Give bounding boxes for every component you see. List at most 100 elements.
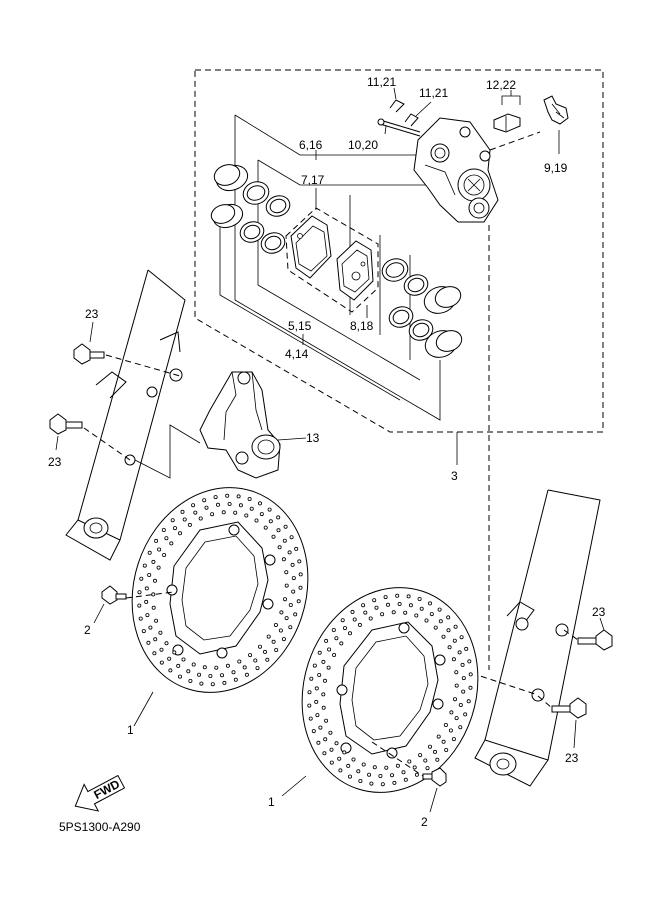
callout-11-21a: 11,21 xyxy=(367,75,396,89)
disc-vent-hole xyxy=(340,618,345,623)
disc-vent-hole xyxy=(161,528,166,533)
disc-vent-hole xyxy=(419,606,424,611)
disc-vent-hole xyxy=(318,725,323,730)
disc-vent-hole xyxy=(283,524,288,529)
disc-vent-hole xyxy=(329,747,334,752)
disc-vent-hole xyxy=(297,559,302,564)
disc-vent-hole xyxy=(202,498,207,503)
disc-vent-hole xyxy=(453,624,458,629)
disc-vent-hole xyxy=(146,640,151,645)
disc-vent-hole xyxy=(314,686,319,691)
disc-vent-hole xyxy=(312,663,317,668)
disc-vent-hole xyxy=(158,630,163,635)
pad-left xyxy=(290,215,332,279)
disc-vent-hole xyxy=(372,765,377,770)
disc-vent-hole xyxy=(287,550,292,555)
disc-vent-hole xyxy=(389,773,394,778)
disc-vent-hole xyxy=(467,659,472,664)
disc-vent-hole xyxy=(435,757,440,762)
disc-vent-hole xyxy=(167,656,172,661)
disc-vent-hole xyxy=(417,597,422,602)
disc-vent-hole xyxy=(276,528,281,533)
disc-vent-hole xyxy=(247,496,252,501)
bolt-23-upper-left xyxy=(73,343,105,365)
leader-11-21a xyxy=(393,87,397,100)
clip-lower xyxy=(404,113,419,127)
disc-vent-hole xyxy=(326,665,331,670)
disc-vent-hole xyxy=(154,538,159,543)
disc-vent-hole xyxy=(242,665,247,670)
disc-vent-hole xyxy=(443,723,448,728)
disc-vent-hole xyxy=(164,641,169,646)
disc-vent-hole xyxy=(429,612,434,617)
disc-vent-hole xyxy=(221,510,226,515)
callout-23b: 23 xyxy=(48,455,62,469)
disc-vent-hole xyxy=(208,674,213,679)
disc-vent-hole xyxy=(446,615,451,620)
disc-vent-hole xyxy=(202,665,207,670)
disc-vent-hole xyxy=(452,697,457,702)
disc-vent-hole xyxy=(374,605,379,610)
bolt-axis-upper-right xyxy=(563,629,579,641)
disc-vent-hole xyxy=(244,672,249,677)
leader-11-21b xyxy=(415,101,432,117)
disc-vent-hole xyxy=(281,557,286,562)
disc-vent-hole xyxy=(141,629,146,634)
disc-vent-hole xyxy=(186,669,191,674)
pad-right xyxy=(336,240,374,301)
callout-13: 13 xyxy=(306,431,320,445)
disc-vent-hole xyxy=(154,618,159,623)
disc-vent-hole xyxy=(321,659,326,664)
disc-vent-hole xyxy=(397,602,402,607)
bolt-axis-lower-left xyxy=(83,427,131,461)
disc-vent-hole xyxy=(282,597,287,602)
disc-vent-hole xyxy=(294,546,299,551)
disc-vent-hole xyxy=(323,737,328,742)
disc-vent-hole xyxy=(406,594,411,599)
disc-vent-hole xyxy=(290,562,295,567)
disc-vent-hole xyxy=(314,699,319,704)
disc-bolt-right xyxy=(422,767,447,787)
disc-vent-hole xyxy=(433,625,438,630)
disc-vent-hole xyxy=(401,770,406,775)
disc-vent-hole xyxy=(204,505,209,510)
disc-vent-hole xyxy=(351,757,356,762)
disc-vent-hole xyxy=(454,683,459,688)
disc-vent-hole xyxy=(291,576,296,581)
disc-vent-hole xyxy=(468,672,473,677)
disc-vent-hole xyxy=(274,648,279,653)
callout-4-14: 4,14 xyxy=(285,347,309,361)
disc-vent-hole xyxy=(395,763,400,768)
disc-vent-hole xyxy=(451,737,456,742)
disc-vent-hole xyxy=(199,681,204,686)
disc-vent-hole xyxy=(449,710,454,715)
disc-vent-hole xyxy=(148,625,153,630)
pad-group-outline xyxy=(285,207,379,313)
disc-vent-hole xyxy=(451,657,456,662)
disc-vent-hole xyxy=(191,662,196,667)
disc-vent-hole xyxy=(466,699,471,704)
disc-vent-hole xyxy=(321,692,326,697)
disc-bolt-left xyxy=(101,585,127,605)
disc-vent-hole xyxy=(168,668,173,673)
disc-vent-hole xyxy=(262,649,267,654)
disc-vent-hole xyxy=(176,663,181,668)
disc-vent-hole xyxy=(288,603,293,608)
disc-vent-hole xyxy=(311,729,316,734)
disc-vent-hole xyxy=(225,663,230,668)
disc-vent-hole xyxy=(191,503,196,508)
disc-vent-hole xyxy=(151,559,156,564)
disc-vent-hole xyxy=(337,756,342,761)
disc-vent-hole xyxy=(447,645,452,650)
disc-vent-hole xyxy=(452,638,457,643)
disc-vent-hole xyxy=(214,665,219,670)
bolt-axis-upper-left xyxy=(105,354,181,377)
disc-vent-hole xyxy=(372,598,377,603)
disc-vent-hole xyxy=(193,510,198,515)
disc-vent-hole xyxy=(142,563,147,568)
disc-vent-hole xyxy=(181,657,186,662)
disc-vent-hole xyxy=(159,647,164,652)
disc-vent-hole xyxy=(147,573,152,578)
callout-8-18: 8,18 xyxy=(350,319,374,333)
disc-vent-hole xyxy=(164,536,169,541)
